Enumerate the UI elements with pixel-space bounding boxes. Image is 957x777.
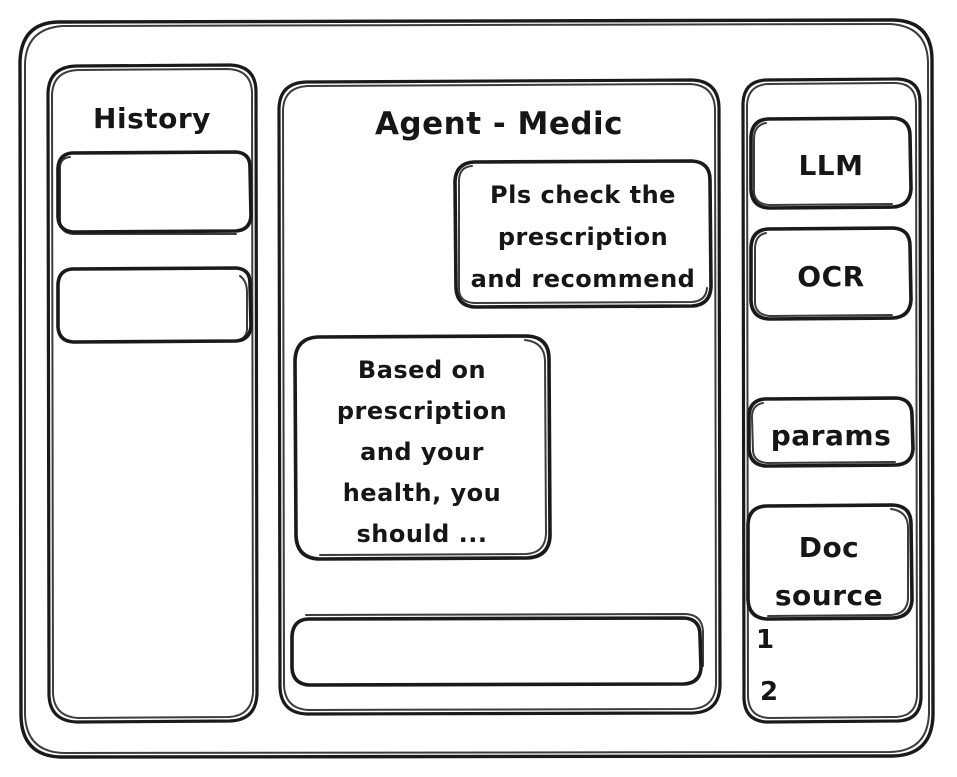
doc-source-line-1: Doc — [799, 531, 860, 564]
user-message-line-2: prescription — [498, 223, 668, 251]
history-item-1[interactable] — [56, 150, 253, 235]
doc-source-box[interactable]: Doc source — [746, 503, 914, 621]
params-button[interactable]: params — [747, 396, 915, 468]
assistant-message-line-4: health, you — [343, 479, 502, 507]
user-message-line-1: Pls check the — [490, 181, 676, 209]
agent-title: Agent - Medic — [375, 106, 623, 142]
assistant-message-line-3: and your — [360, 438, 484, 466]
user-message-line-3: and recommend — [471, 265, 696, 293]
llm-button-label: LLM — [798, 149, 863, 182]
composer-input[interactable] — [290, 613, 704, 687]
assistant-message-line-5: should ... — [356, 520, 487, 548]
agent-panel — [277, 78, 722, 716]
message-bubble-user: Pls check the prescription and recommend — [453, 159, 713, 309]
doc-source-list-item-2[interactable]: 2 — [760, 677, 779, 707]
history-item-2[interactable] — [56, 266, 253, 344]
llm-button[interactable]: LLM — [749, 116, 913, 210]
doc-source-line-2: source — [775, 579, 883, 612]
message-bubble-assistant: Based on prescription and your health, y… — [293, 334, 552, 561]
history-panel — [46, 63, 259, 724]
ocr-button[interactable]: OCR — [749, 226, 913, 321]
assistant-message-line-1: Based on — [358, 356, 486, 384]
params-button-label: params — [771, 419, 891, 452]
tools-panel — [741, 77, 923, 724]
doc-source-list-item-1[interactable]: 1 — [756, 625, 775, 655]
window-frame — [18, 18, 935, 759]
history-title: History — [93, 102, 211, 135]
assistant-message-line-2: prescription — [337, 397, 507, 425]
ocr-button-label: OCR — [797, 260, 864, 293]
